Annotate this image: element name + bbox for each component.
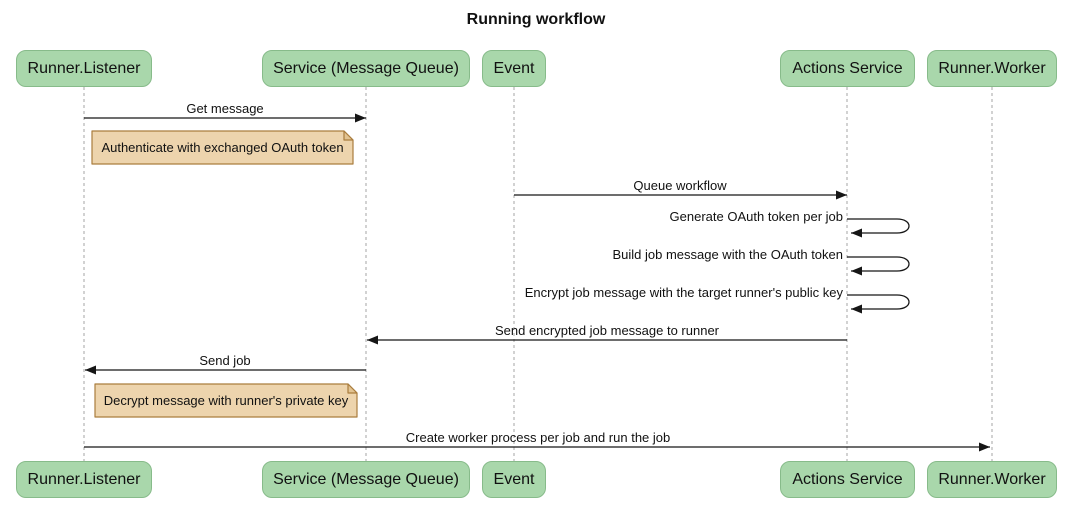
message-label-create-worker-process: Create worker process per job and run th… <box>405 430 671 445</box>
message-label-send-job: Send job <box>199 353 251 368</box>
actor-actions-service-bottom: Actions Service <box>780 461 915 498</box>
message-label-generate-oauth-token: Generate OAuth token per job <box>669 209 843 224</box>
note-fold-icon <box>347 383 358 394</box>
message-label-get-message: Get message <box>186 101 264 116</box>
message-label-encrypt-job-message: Encrypt job message with the target runn… <box>524 285 843 300</box>
actor-runner-worker-bottom: Runner.Worker <box>927 461 1057 498</box>
self-arrow-encrypt-job-message <box>847 294 910 314</box>
actor-runner-listener-bottom: Runner.Listener <box>16 461 152 498</box>
message-label-send-encrypted-job: Send encrypted job message to runner <box>494 323 720 338</box>
message-label-queue-workflow: Queue workflow <box>633 178 727 193</box>
note-shape-authenticate <box>91 130 354 165</box>
actor-event-top: Event <box>482 50 546 87</box>
actor-service-message-queue-top: Service (Message Queue) <box>262 50 470 87</box>
note-shape-decrypt <box>94 383 358 418</box>
note-fold-icon <box>343 130 354 141</box>
actor-actions-service-top: Actions Service <box>780 50 915 87</box>
actor-event-bottom: Event <box>482 461 546 498</box>
self-arrow-generate-oauth-token <box>847 218 910 238</box>
actor-runner-worker-top: Runner.Worker <box>927 50 1057 87</box>
actor-runner-listener-top: Runner.Listener <box>16 50 152 87</box>
note-decrypt-message: Decrypt message with runner's private ke… <box>103 393 349 408</box>
message-label-build-job-message: Build job message with the OAuth token <box>612 247 843 262</box>
actor-service-message-queue-bottom: Service (Message Queue) <box>262 461 470 498</box>
diagram-title: Running workflow <box>466 11 606 28</box>
self-arrow-build-job-message <box>847 256 910 276</box>
note-authenticate-oauth: Authenticate with exchanged OAuth token <box>101 140 344 155</box>
